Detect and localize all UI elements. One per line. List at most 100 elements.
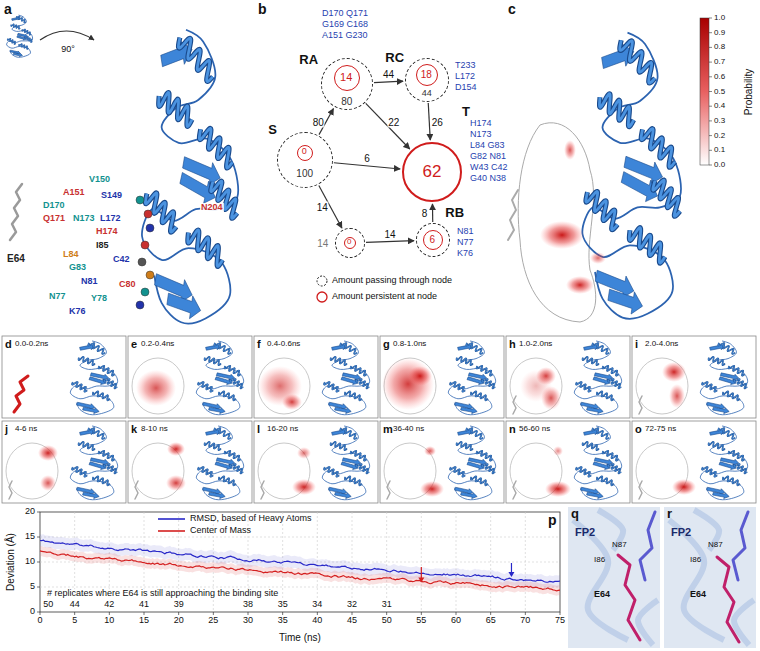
faint-ribbon [638,600,658,645]
figure-label: N173 [72,214,96,224]
alpha-helix [214,343,231,354]
alpha-helix-face [641,129,675,168]
protein-loop [70,341,117,415]
figure-label: f [257,338,261,350]
alpha-helix-face [723,391,740,400]
alpha-helix [19,44,28,49]
figure-label: 38 [242,600,254,610]
alpha-helix [450,382,465,392]
protein-ribbon [322,426,369,500]
alpha-helix [709,442,725,451]
beta-strand [83,407,100,413]
alpha-helix-face [608,379,621,388]
grid-line [386,512,387,612]
beta-strand [209,407,226,413]
figure-label: 5 [30,582,35,592]
node-name: T [462,105,470,119]
alpha-helix [592,428,609,439]
protein-ribbon [448,341,495,415]
alpha-helix-face [597,391,614,400]
axis-tick [282,612,283,615]
probability-blob [540,221,584,249]
edge-count: 6 [363,152,371,163]
alpha-helix-face [592,428,609,439]
persist-circle: 14 [334,65,360,91]
protein-loop [582,33,681,319]
alpha-helix-face [709,357,725,366]
figure-label: K76 [457,249,473,259]
alpha-helix [471,391,488,400]
figure-label: 50 [382,616,392,626]
panel-frame [506,336,630,418]
pass-circle: S1000 [277,132,333,188]
alpha-helix [230,464,243,473]
alpha-helix [597,391,614,400]
figure-label: 0.6 [714,72,725,81]
pass-circle: RC4418 [405,58,449,102]
figure-label: A151 G230 [322,31,368,41]
protein-ribbon [142,30,238,324]
node-name: RA [299,53,318,67]
figure-label: 35 [278,616,288,626]
figure-label: 10 [25,557,35,567]
alpha-helix [723,391,740,400]
figure-label: 35 [277,600,289,610]
fp2-residue-stick [640,512,655,580]
alpha-helix [608,379,621,388]
probability-blob [38,445,58,461]
e64-stick [618,555,640,640]
figure-label: G83 [68,263,87,273]
alpha-helix-face [79,357,95,366]
figure-label: K76 [68,307,87,317]
ligand-stick [639,396,642,414]
node-count: 0 [347,238,351,247]
figure-label: q [571,507,579,521]
alpha-helix [72,467,87,477]
alpha-helix-face [351,451,367,461]
alpha-helix [11,24,20,29]
alpha-helix-face [597,476,614,485]
probability-blob [292,479,316,495]
figure-label: 1.0-2.0ns [519,340,552,349]
figure-label: b [258,2,267,17]
alpha-helix-face [709,442,725,451]
probability-blob [382,358,434,410]
edge-count: 26 [431,116,444,127]
alpha-helix-face [225,451,241,461]
grid-line [40,537,560,538]
alpha-helix [702,382,717,392]
protein-ribbon [196,341,243,415]
alpha-helix [450,467,465,477]
figure-label: 45 [347,616,357,626]
density-contour [636,358,688,414]
beta-strand [461,492,478,498]
protein-loop [322,426,369,500]
probability-blob [420,481,444,497]
figure-label: N81 [457,227,474,237]
alpha-helix-face [482,464,495,473]
ligand-stick [261,481,264,499]
protein-ribbon [574,426,621,500]
alpha-helix-face [466,343,483,354]
panel-frame [632,336,756,418]
figure-label: S149 [100,191,123,201]
figure-label: 90° [61,45,75,55]
colorbar-tick [709,18,712,19]
beta-strand [209,492,226,498]
alpha-helix [477,451,493,461]
alpha-helix-face [214,343,231,354]
structure-background [568,507,660,648]
figure-label: 8-10 ns [141,425,168,434]
alpha-helix [603,451,619,461]
flow-arrow [366,103,410,149]
fp2-residue-stick [733,512,748,580]
alpha-helix [104,379,117,388]
rmsd-line [40,540,560,582]
legend-text: RMSD, based of Heavy Atoms [190,514,312,524]
figure-label: 0.0-0.2ns [15,340,48,349]
residue-sphere [138,258,146,266]
node-count: 44 [422,89,432,99]
figure-label: 55 [416,616,426,626]
alpha-helix-face [331,357,347,366]
figure-label: W43 C42 [470,163,508,173]
